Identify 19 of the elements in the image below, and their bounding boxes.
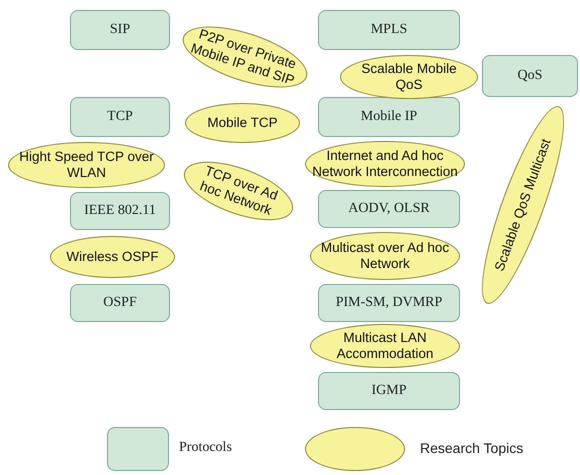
research-topic-ellipse: Scalable Mobile QoS (340, 55, 478, 99)
protocol-box: MPLS (318, 10, 460, 50)
protocol-box: Mobile IP (318, 97, 460, 137)
research-topic-ellipse: Wireless OSPF (50, 236, 175, 278)
research-topic-ellipse: Internet and Ad hoc Network Interconnection (305, 141, 465, 187)
legend-label: Research Topics (420, 440, 524, 456)
research-topic-ellipse: Hight Speed TCP over WLAN (8, 142, 165, 188)
research-topic-ellipse: Multicast over Ad hoc Network (310, 232, 460, 280)
protocol-box: PIM-SM, DVMRP (318, 284, 460, 322)
research-topic-ellipse: Multicast LAN Accommodation (310, 324, 460, 368)
research-topic-ellipse: Mobile TCP (185, 103, 300, 143)
protocol-box: IGMP (318, 372, 460, 410)
protocol-box: OSPF (70, 284, 170, 322)
protocol-box: SIP (70, 10, 170, 50)
legend-label: Protocols (179, 440, 232, 456)
protocol-box: QoS (482, 55, 578, 97)
protocol-box: AODV, OLSR (318, 190, 460, 228)
protocol-box: IEEE 802.11 (70, 192, 170, 230)
protocol-box: TCP (70, 97, 170, 137)
